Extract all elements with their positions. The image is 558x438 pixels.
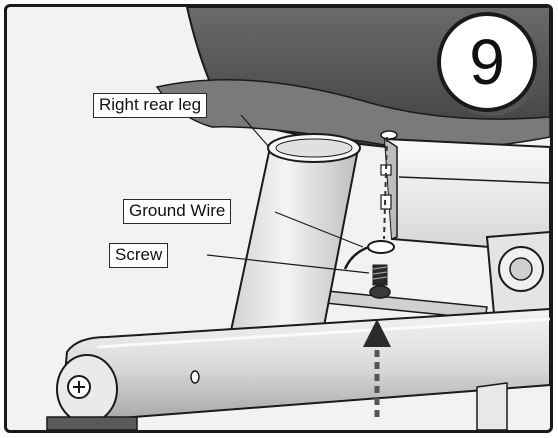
ground-wire-label: Ground Wire — [123, 199, 232, 224]
bottom-bracket — [46, 416, 138, 430]
leg-leader — [240, 114, 270, 148]
insertion-arrow — [363, 319, 391, 417]
screw-part — [369, 264, 391, 299]
right-rear-leg-label: Right rear leg — [93, 93, 208, 118]
screw-leader — [206, 254, 370, 274]
alignment-guide — [383, 136, 388, 240]
ground-wire-leader — [274, 211, 364, 248]
ground-wire-terminal — [367, 240, 395, 254]
step-number-badge: 9 — [437, 12, 537, 112]
screw-label: Screw — [109, 243, 169, 268]
